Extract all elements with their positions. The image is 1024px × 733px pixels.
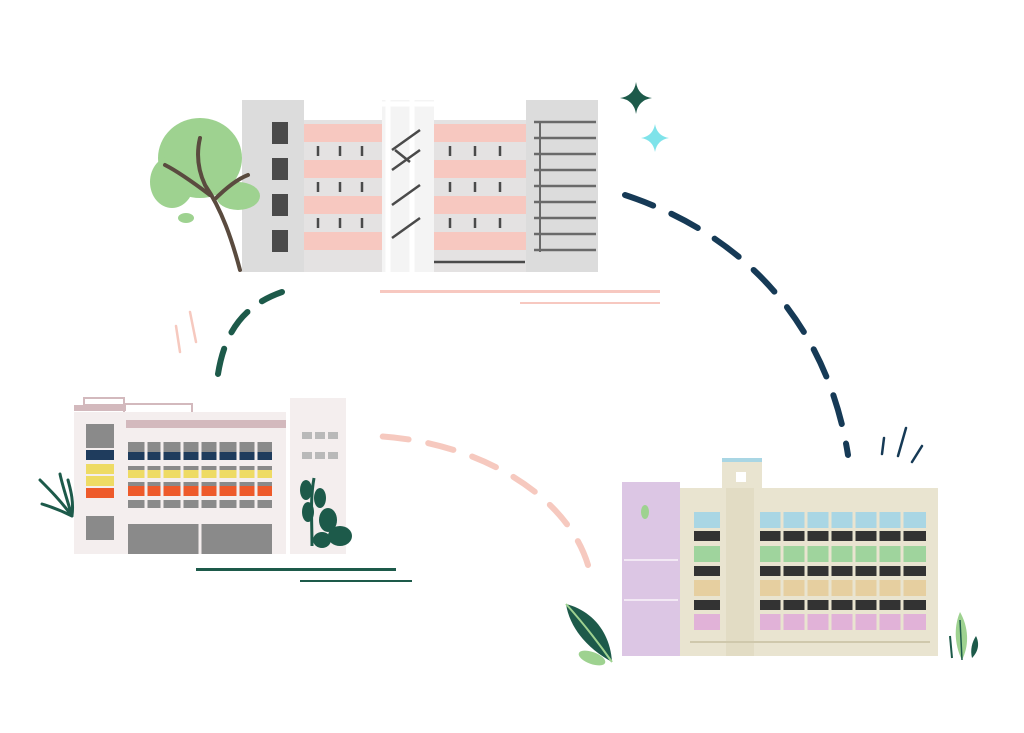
leaf-icon <box>565 603 613 666</box>
annex-windows <box>302 432 338 459</box>
roof-parapet <box>74 405 126 411</box>
window-mullions <box>316 146 525 264</box>
sparkle-icon <box>641 124 669 152</box>
window <box>86 424 114 448</box>
right-building <box>622 458 938 656</box>
building-section <box>622 482 680 656</box>
motion-marks <box>174 310 198 354</box>
stair-frame <box>380 100 436 272</box>
ground-stroke <box>520 302 660 304</box>
window <box>272 194 288 216</box>
stairwell <box>382 100 434 272</box>
motion-marks <box>880 426 924 464</box>
ground-stroke <box>380 290 660 293</box>
ground-stroke <box>196 568 396 571</box>
connector-right-to-left <box>371 433 591 568</box>
leaf-icon <box>300 477 352 548</box>
connector-top-to-right <box>622 192 851 458</box>
tree-icon <box>150 118 260 272</box>
window-grid <box>760 510 926 632</box>
left-building <box>74 397 412 582</box>
sparkle-icon <box>620 82 652 114</box>
parking-levels <box>534 120 596 252</box>
window <box>272 230 288 252</box>
connector-left-to-top <box>215 289 285 377</box>
top-building <box>242 100 660 304</box>
stair-treads <box>391 128 421 240</box>
balcony-stripes <box>304 124 526 250</box>
leaf-icon <box>949 612 979 661</box>
window <box>272 158 288 180</box>
window-grid <box>128 440 272 510</box>
leaf-icon <box>38 472 74 518</box>
ground-stroke <box>300 580 412 582</box>
window <box>272 122 288 144</box>
window <box>86 516 114 540</box>
